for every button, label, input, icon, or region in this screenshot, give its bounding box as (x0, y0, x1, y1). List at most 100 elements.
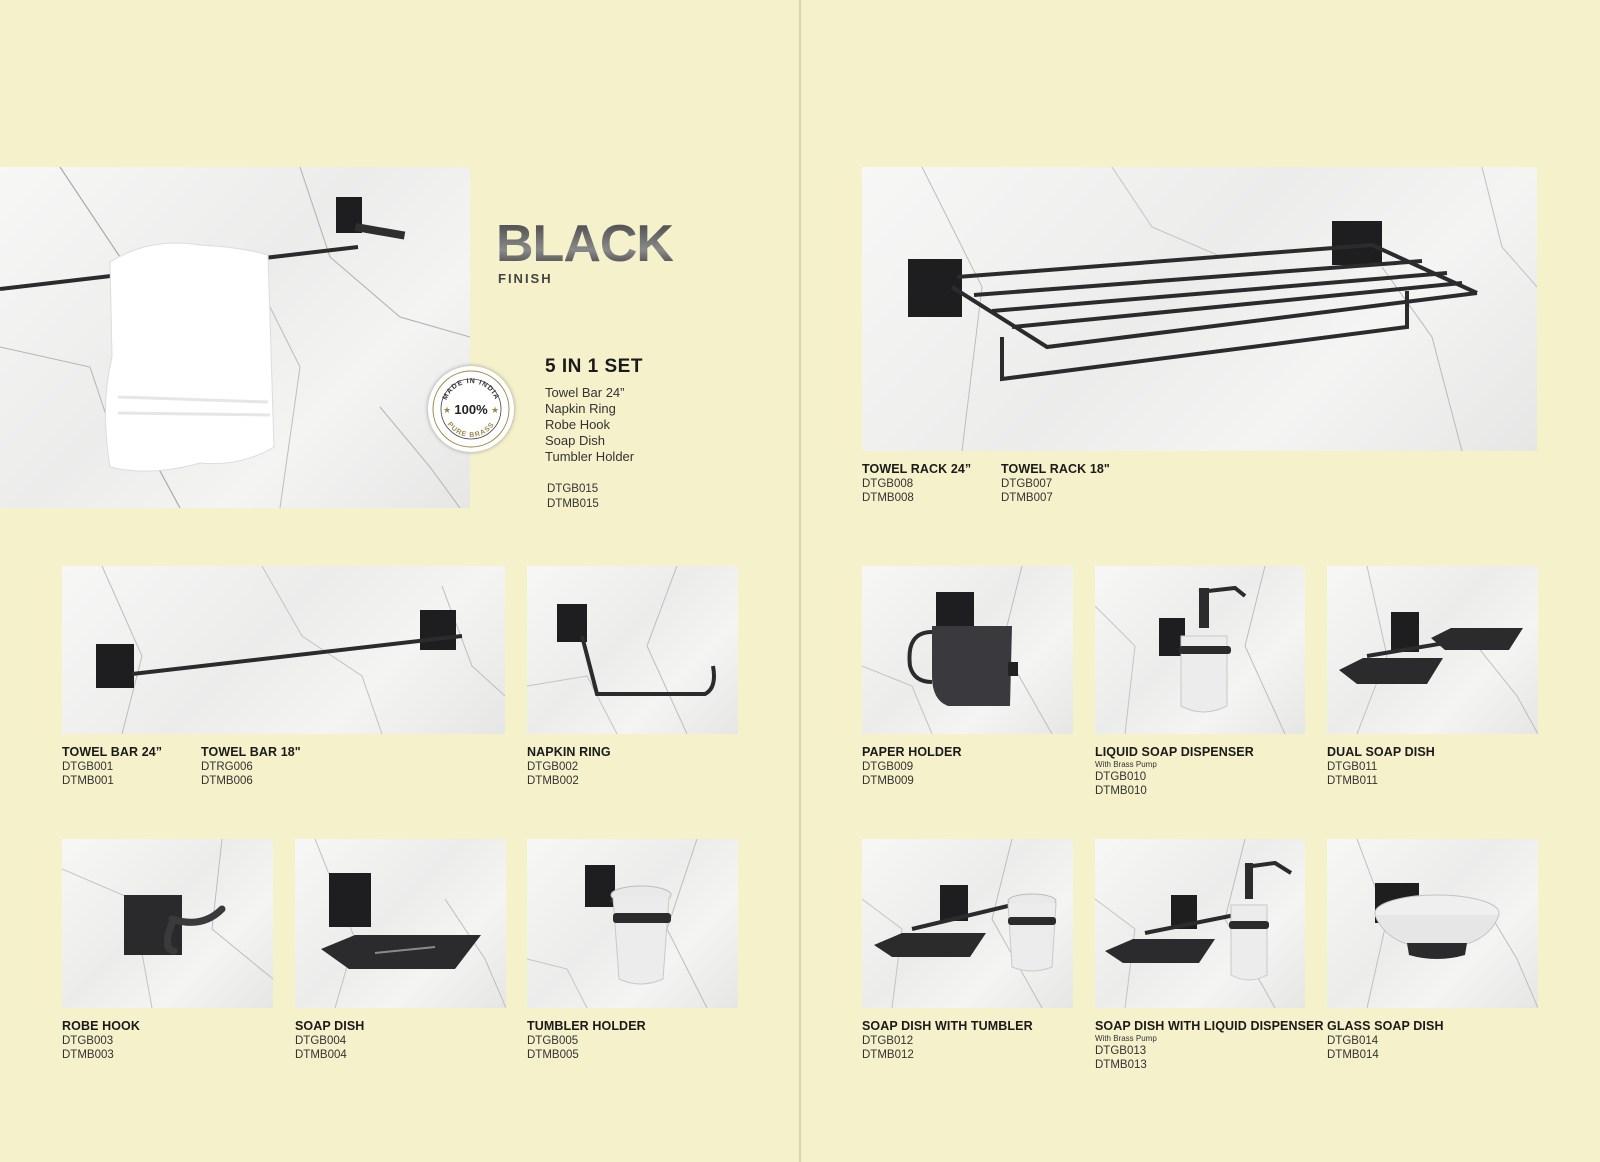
product-title: GLASS SOAP DISH (1327, 1019, 1444, 1033)
caption-soap-dish-with-liquid-dispenser: SOAP DISH WITH LIQUID DISPENSER With Bra… (1095, 1019, 1324, 1072)
product-code: DTMB005 (527, 1049, 579, 1061)
product-title: ROBE HOOK (62, 1019, 140, 1033)
product-code: DTGB009 (862, 761, 914, 773)
set-codes: DTGB015 DTMB015 (547, 482, 599, 512)
pure-brass-seal: MADE IN INDIA 100% PURE BRASS ★ ★ (428, 366, 514, 452)
tumbler-holder-illustration (527, 839, 708, 1008)
caption-towel-rack-24: TOWEL RACK 24” DTGB008 DTMB008 (862, 462, 971, 505)
seal-star-icon: ★ (443, 405, 451, 415)
product-code: DTGB001 (62, 761, 114, 773)
product-title: PAPER HOLDER (862, 745, 962, 759)
caption-liquid-soap-dispenser: LIQUID SOAP DISPENSER With Brass Pump DT… (1095, 745, 1254, 798)
product-code: DTGB005 (527, 1035, 579, 1047)
product-code: DTGB014 (1327, 1035, 1379, 1047)
photo-tumbler-holder (527, 839, 738, 1008)
liquid-soap-dispenser-illustration (1095, 566, 1286, 734)
seal-top-text: MADE IN INDIA (442, 378, 499, 401)
product-code: DTGB008 (862, 478, 914, 490)
photo-robe-hook (62, 839, 273, 1008)
hero-photo-illustration (0, 167, 470, 508)
product-code: DTMB007 (1001, 492, 1053, 504)
photo-soap-dish (295, 839, 506, 1008)
product-code: DTMB015 (547, 498, 599, 510)
product-code: DTMB014 (1327, 1049, 1379, 1061)
svg-text:MADE IN INDIA: MADE IN INDIA (442, 378, 500, 401)
product-code: DTMB010 (1095, 785, 1147, 797)
product-code: DTGB015 (547, 483, 599, 495)
photo-towel-rack (862, 167, 1537, 451)
photo-soap-dish-with-liquid-dispenser (1095, 839, 1305, 1008)
napkin-ring-illustration (527, 566, 716, 734)
seal-bottom-text: PURE BRASS (446, 421, 496, 439)
soap-dish-liquid-illustration (1095, 839, 1293, 1008)
product-code: DTMB001 (62, 775, 114, 787)
caption-towel-bar-24: TOWEL BAR 24” DTGB001 DTMB001 (62, 745, 162, 788)
robe-hook-illustration (62, 839, 273, 1008)
dual-soap-dish-illustration (1339, 566, 1538, 734)
caption-robe-hook: ROBE HOOK DTGB003 DTMB003 (62, 1019, 140, 1062)
product-title: NAPKIN RING (527, 745, 611, 759)
product-code: DTMB004 (295, 1049, 347, 1061)
photo-paper-holder (862, 566, 1073, 734)
product-title: TUMBLER HOLDER (527, 1019, 646, 1033)
product-code: DTMB008 (862, 492, 914, 504)
photo-dual-soap-dish (1327, 566, 1538, 734)
product-code: DTMB012 (862, 1049, 914, 1061)
paper-holder-illustration (862, 566, 1053, 734)
caption-soap-dish-with-tumbler: SOAP DISH WITH TUMBLER DTGB012 DTMB012 (862, 1019, 1033, 1062)
caption-dual-soap-dish: DUAL SOAP DISH DTGB011 DTMB011 (1327, 745, 1435, 788)
svg-text:PURE BRASS: PURE BRASS (446, 421, 497, 439)
caption-soap-dish: SOAP DISH DTGB004 DTMB004 (295, 1019, 364, 1062)
caption-paper-holder: PAPER HOLDER DTGB009 DTMB009 (862, 745, 962, 788)
photo-liquid-soap-dispenser (1095, 566, 1305, 734)
product-title: TOWEL RACK 24” (862, 462, 972, 476)
product-code: DTGB002 (527, 761, 579, 773)
towel-rack-illustration (908, 167, 1537, 451)
product-title: TOWEL RACK 18" (1001, 462, 1110, 476)
set-item: Napkin Ring (545, 401, 616, 416)
product-title: SOAP DISH WITH LIQUID DISPENSER (1095, 1019, 1324, 1033)
product-note: With Brass Pump (1095, 760, 1157, 769)
photo-glass-soap-dish (1327, 839, 1538, 1008)
seal-star-icon: ★ (491, 405, 499, 415)
caption-napkin-ring: NAPKIN RING DTGB002 DTMB002 (527, 745, 611, 788)
photo-soap-dish-with-tumbler (862, 839, 1073, 1008)
photo-towel-bar (62, 566, 505, 734)
product-code: DTGB010 (1095, 771, 1147, 783)
product-title: SOAP DISH (295, 1019, 365, 1033)
product-code: DTMB006 (201, 775, 253, 787)
product-code: DTGB011 (1327, 761, 1378, 773)
product-code: DTGB013 (1095, 1045, 1147, 1057)
set-item-list: Towel Bar 24” Napkin Ring Robe Hook Soap… (545, 385, 634, 465)
product-code: DTMB009 (862, 775, 914, 787)
caption-tumbler-holder: TUMBLER HOLDER DTGB005 DTMB005 (527, 1019, 646, 1062)
set-title: 5 IN 1 SET (545, 356, 643, 377)
page-spine (799, 0, 801, 1162)
product-note: With Brass Pump (1095, 1034, 1157, 1043)
seal-center-text: 100% (454, 402, 488, 417)
set-item: Towel Bar 24” (545, 385, 625, 400)
product-code: DTGB012 (862, 1035, 914, 1047)
towel-bar-illustration (96, 566, 505, 734)
product-code: DTMB013 (1095, 1059, 1147, 1071)
photo-napkin-ring (527, 566, 738, 734)
product-code: DTRG006 (201, 761, 253, 773)
brand-subtitle: FINISH (498, 271, 553, 286)
product-code: DTGB003 (62, 1035, 114, 1047)
seal-graphic: MADE IN INDIA 100% PURE BRASS ★ ★ (432, 370, 510, 448)
set-item: Soap Dish (545, 433, 605, 448)
product-code: DTMB002 (527, 775, 579, 787)
product-title: SOAP DISH WITH TUMBLER (862, 1019, 1033, 1033)
product-code: DTMB003 (62, 1049, 114, 1061)
set-item: Robe Hook (545, 417, 611, 432)
product-title: TOWEL BAR 18" (201, 745, 301, 759)
product-code: DTGB007 (1001, 478, 1053, 490)
product-code: DTMB011 (1327, 775, 1378, 787)
product-code: DTGB004 (295, 1035, 347, 1047)
caption-towel-bar-18: TOWEL BAR 18" DTRG006 DTMB006 (201, 745, 301, 788)
product-title: TOWEL BAR 24” (62, 745, 163, 759)
caption-glass-soap-dish: GLASS SOAP DISH DTGB014 DTMB014 (1327, 1019, 1444, 1062)
set-item: Tumbler Holder (545, 449, 635, 464)
soap-dish-illustration (314, 839, 506, 1008)
caption-towel-rack-18: TOWEL RACK 18" DTGB007 DTMB007 (1001, 462, 1110, 505)
